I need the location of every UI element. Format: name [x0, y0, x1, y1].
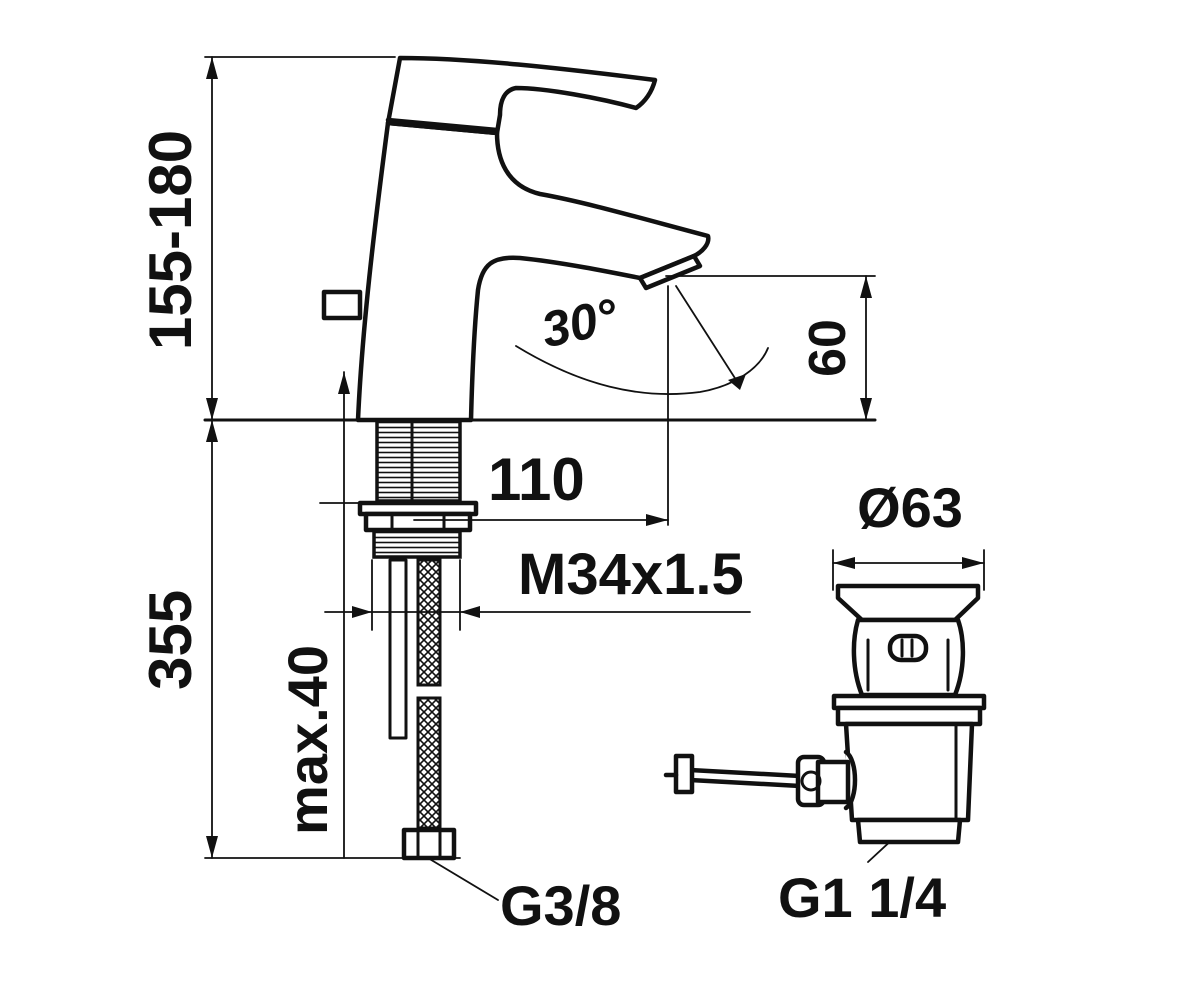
faucet-body [203, 120, 877, 423]
label-hose-connection: G3/8 [500, 874, 621, 937]
label-total-depth: 355 [137, 590, 204, 690]
label-waste-diameter: Ø63 [857, 476, 963, 539]
label-spout-reach: 110 [488, 446, 585, 513]
dimension-lines [204, 56, 985, 901]
label-spout-height: 155-180 [137, 130, 204, 350]
dimension-labels: 155-180 60 30° 110 M34x1.5 355 max.40 G3… [137, 130, 963, 937]
pop-up-waste [663, 583, 987, 845]
label-thread: M34x1.5 [518, 542, 744, 607]
lever-handle [385, 55, 658, 136]
threaded-shank [357, 419, 479, 559]
label-spout-angle: 30° [537, 288, 624, 359]
supply-hoses [388, 558, 457, 861]
label-waste-connection: G1 1/4 [778, 866, 946, 929]
label-max-thickness: max.40 [276, 645, 339, 835]
label-spout-clearance: 60 [799, 319, 857, 377]
